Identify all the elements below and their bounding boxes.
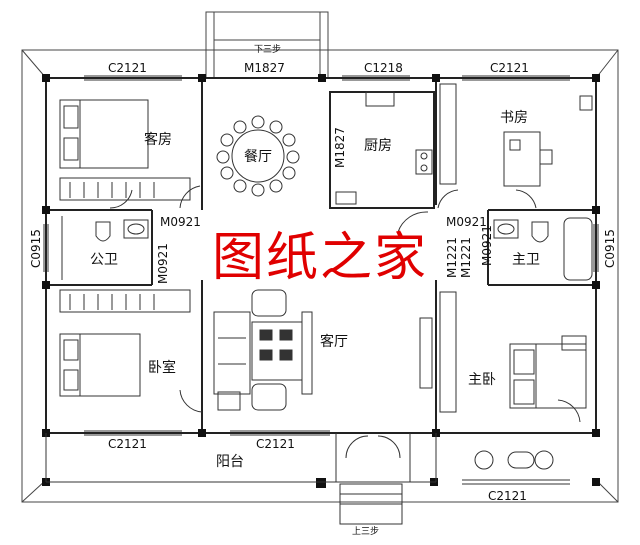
guest-bed	[59, 99, 191, 201]
eave-outline	[21, 49, 619, 503]
dim-door-public: M0921	[160, 215, 201, 229]
dim-bottom-3: C2121	[488, 489, 527, 503]
dim-top-4: C2121	[490, 61, 529, 75]
dim-top-1: C2121	[108, 61, 147, 75]
dim-side-left: C0915	[29, 229, 43, 268]
room-living: 客厅	[320, 333, 348, 350]
dim-bottom-1: C2121	[108, 437, 147, 451]
dim-top-3: C1218	[364, 61, 403, 75]
room-bedroom: 卧室	[148, 359, 176, 376]
dim-door-bedroom: M0921	[156, 243, 170, 284]
master-bathroom-fixtures	[493, 217, 593, 281]
room-balcony: 阳台	[216, 454, 244, 470]
kitchen-fixtures	[335, 91, 433, 205]
dim-bottom-2: C2121	[256, 437, 295, 451]
room-master-bath: 主卫	[512, 252, 540, 268]
steps-up: 上三步	[352, 526, 379, 537]
room-master-bedroom: 主卧	[468, 372, 496, 388]
dim-door-master-bath-2: M1221	[459, 237, 473, 278]
walls	[45, 77, 597, 434]
steps-down: 下三步	[254, 44, 281, 55]
windows	[43, 75, 599, 485]
dim-door-master-bath-1: M1221	[445, 237, 459, 278]
dining-table	[216, 115, 300, 197]
room-public-bath: 公卫	[90, 252, 118, 268]
master-bedroom-furniture	[439, 291, 587, 470]
bedroom-furniture	[59, 289, 191, 397]
dim-door-master: M0921	[480, 225, 494, 266]
living-furniture	[213, 289, 433, 411]
dim-top-2: M1827	[244, 61, 285, 75]
study-furniture	[439, 83, 593, 187]
room-guest: 客房	[144, 131, 172, 148]
dim-door-kitchen: M1827	[333, 127, 347, 168]
room-study: 书房	[500, 110, 528, 126]
room-dining: 餐厅	[244, 149, 272, 165]
dim-side-right: C0915	[603, 229, 617, 268]
dim-door-study: M0921	[446, 215, 487, 229]
door-swings	[109, 185, 581, 423]
balcony	[45, 433, 437, 525]
columns	[42, 74, 600, 488]
room-kitchen: 厨房	[364, 138, 392, 154]
public-bathroom-fixtures	[61, 216, 149, 280]
